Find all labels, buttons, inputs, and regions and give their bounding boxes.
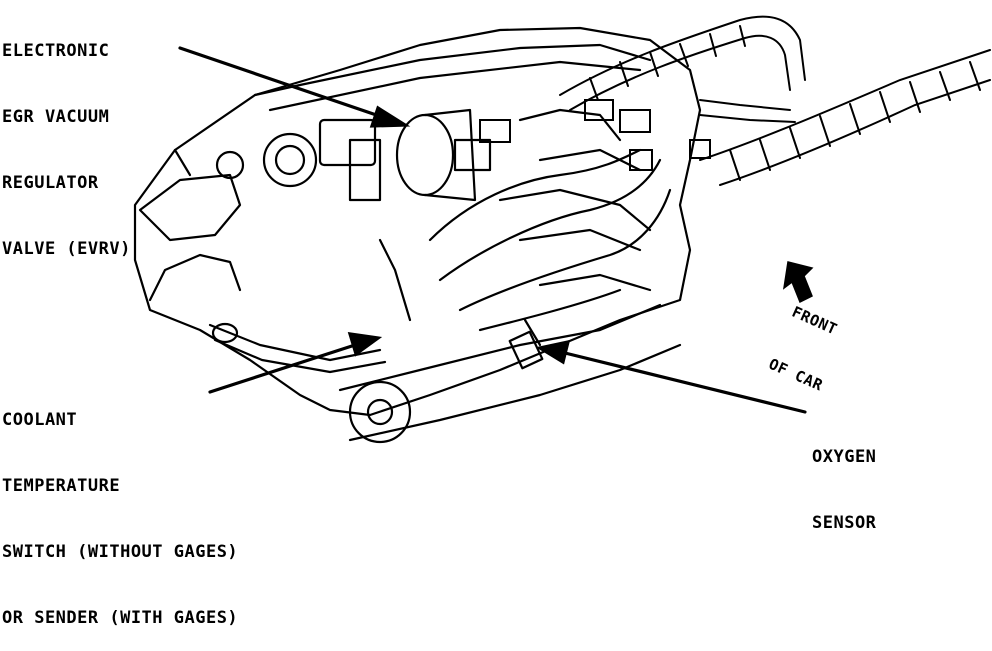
engine-diagram xyxy=(133,15,991,444)
coolant-label-line: SWITCH (WITHOUT GAGES) xyxy=(2,542,239,562)
front-arrow-icon xyxy=(782,261,814,304)
coolant-label-line: TEMPERATURE xyxy=(2,476,121,496)
oxygen-label-line: SENSOR xyxy=(812,513,877,533)
evrv-label-line: VALVE (EVRV) xyxy=(2,239,131,259)
coolant-label-line: COOLANT xyxy=(2,410,78,430)
engine-outline xyxy=(133,26,702,444)
oxygen-label-line: OXYGEN xyxy=(812,447,877,467)
evrv-label: ELECTRONIC EGR VACUUM REGULATOR VALVE (E… xyxy=(2,0,131,282)
front-label-line: OF CAR xyxy=(766,354,826,395)
wiring-harness xyxy=(479,15,991,186)
evrv-label-line: EGR VACUUM xyxy=(2,107,110,127)
leader-lines xyxy=(178,46,807,414)
coolant-sensor-label: COOLANT TEMPERATURE SWITCH (WITHOUT GAGE… xyxy=(2,365,238,651)
evrv-label-line: ELECTRONIC xyxy=(2,41,110,61)
oxygen-sensor-label: OXYGEN SENSOR xyxy=(812,402,876,556)
front-label-line: FRONT xyxy=(789,302,841,339)
evrv-label-line: REGULATOR xyxy=(2,173,99,193)
coolant-label-line: OR SENDER (WITH GAGES) xyxy=(2,608,239,628)
